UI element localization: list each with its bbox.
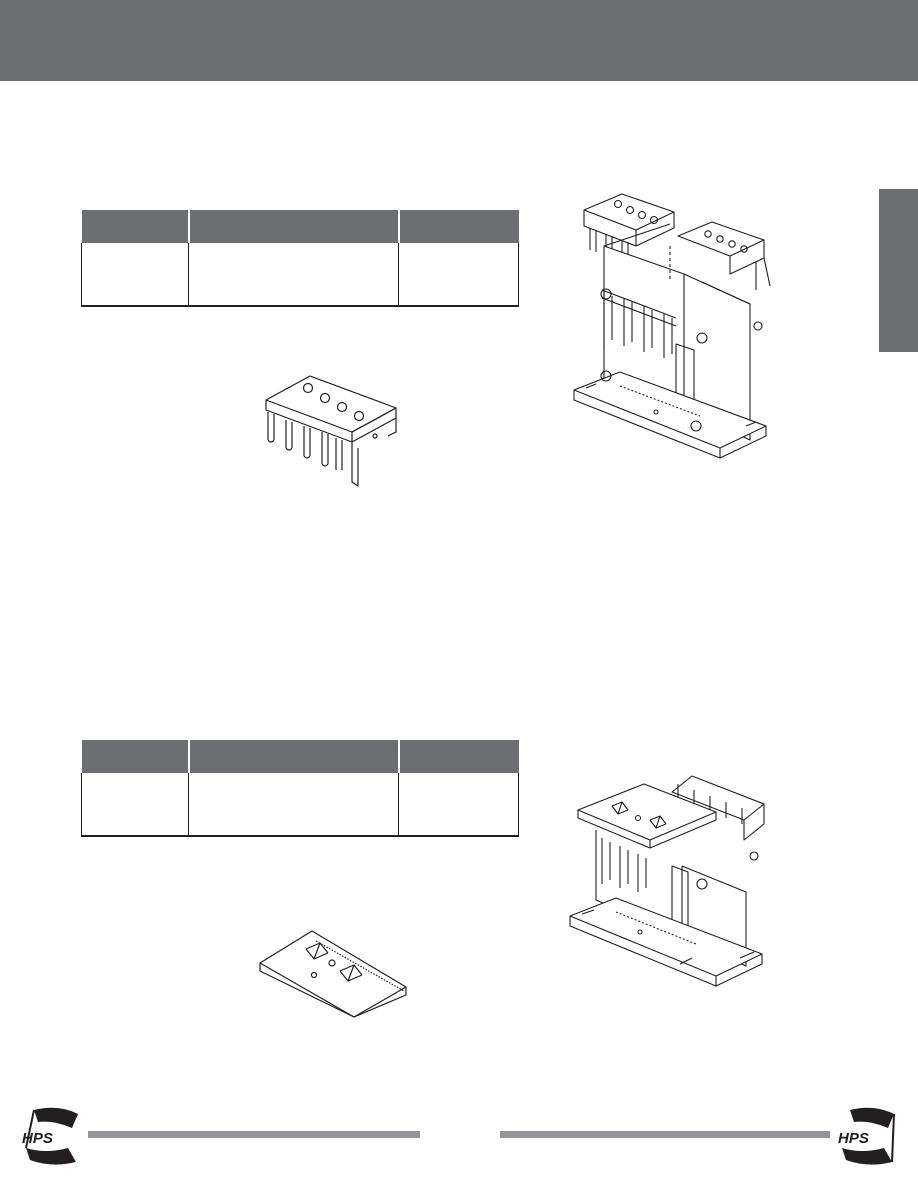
table-header-cell — [398, 210, 519, 243]
table-cell — [399, 243, 519, 306]
spec-table-1 — [81, 210, 519, 307]
table-cell — [188, 243, 399, 306]
footer-rule-left — [88, 1131, 420, 1138]
table-header-cell — [398, 740, 519, 773]
table-cell — [188, 773, 399, 836]
header-band — [0, 0, 918, 81]
table-header-cell — [188, 210, 400, 243]
table-cell — [399, 773, 519, 836]
footer-rule-right — [500, 1131, 830, 1138]
hps-logo-icon: HPS — [22, 1107, 78, 1165]
table-cell — [81, 243, 189, 306]
table-row — [81, 243, 519, 306]
table-header-cell — [81, 210, 190, 243]
table-header-row — [81, 740, 519, 773]
spec-table-2 — [81, 740, 519, 837]
table-cell — [81, 773, 189, 836]
transformer-drawing — [573, 193, 771, 459]
svg-text:HPS: HPS — [22, 1130, 53, 1147]
table-header-cell — [81, 740, 190, 773]
section-side-tab — [879, 189, 918, 352]
terminal-cover-drawing — [265, 375, 397, 487]
table-header-row — [81, 210, 519, 243]
hps-logo-icon: HPS — [838, 1107, 895, 1165]
table-header-cell — [188, 740, 400, 773]
table-row — [81, 773, 519, 836]
transformer-plate-drawing — [569, 775, 765, 987]
svg-text:HPS: HPS — [838, 1130, 869, 1147]
terminal-plate-drawing — [259, 930, 407, 1018]
